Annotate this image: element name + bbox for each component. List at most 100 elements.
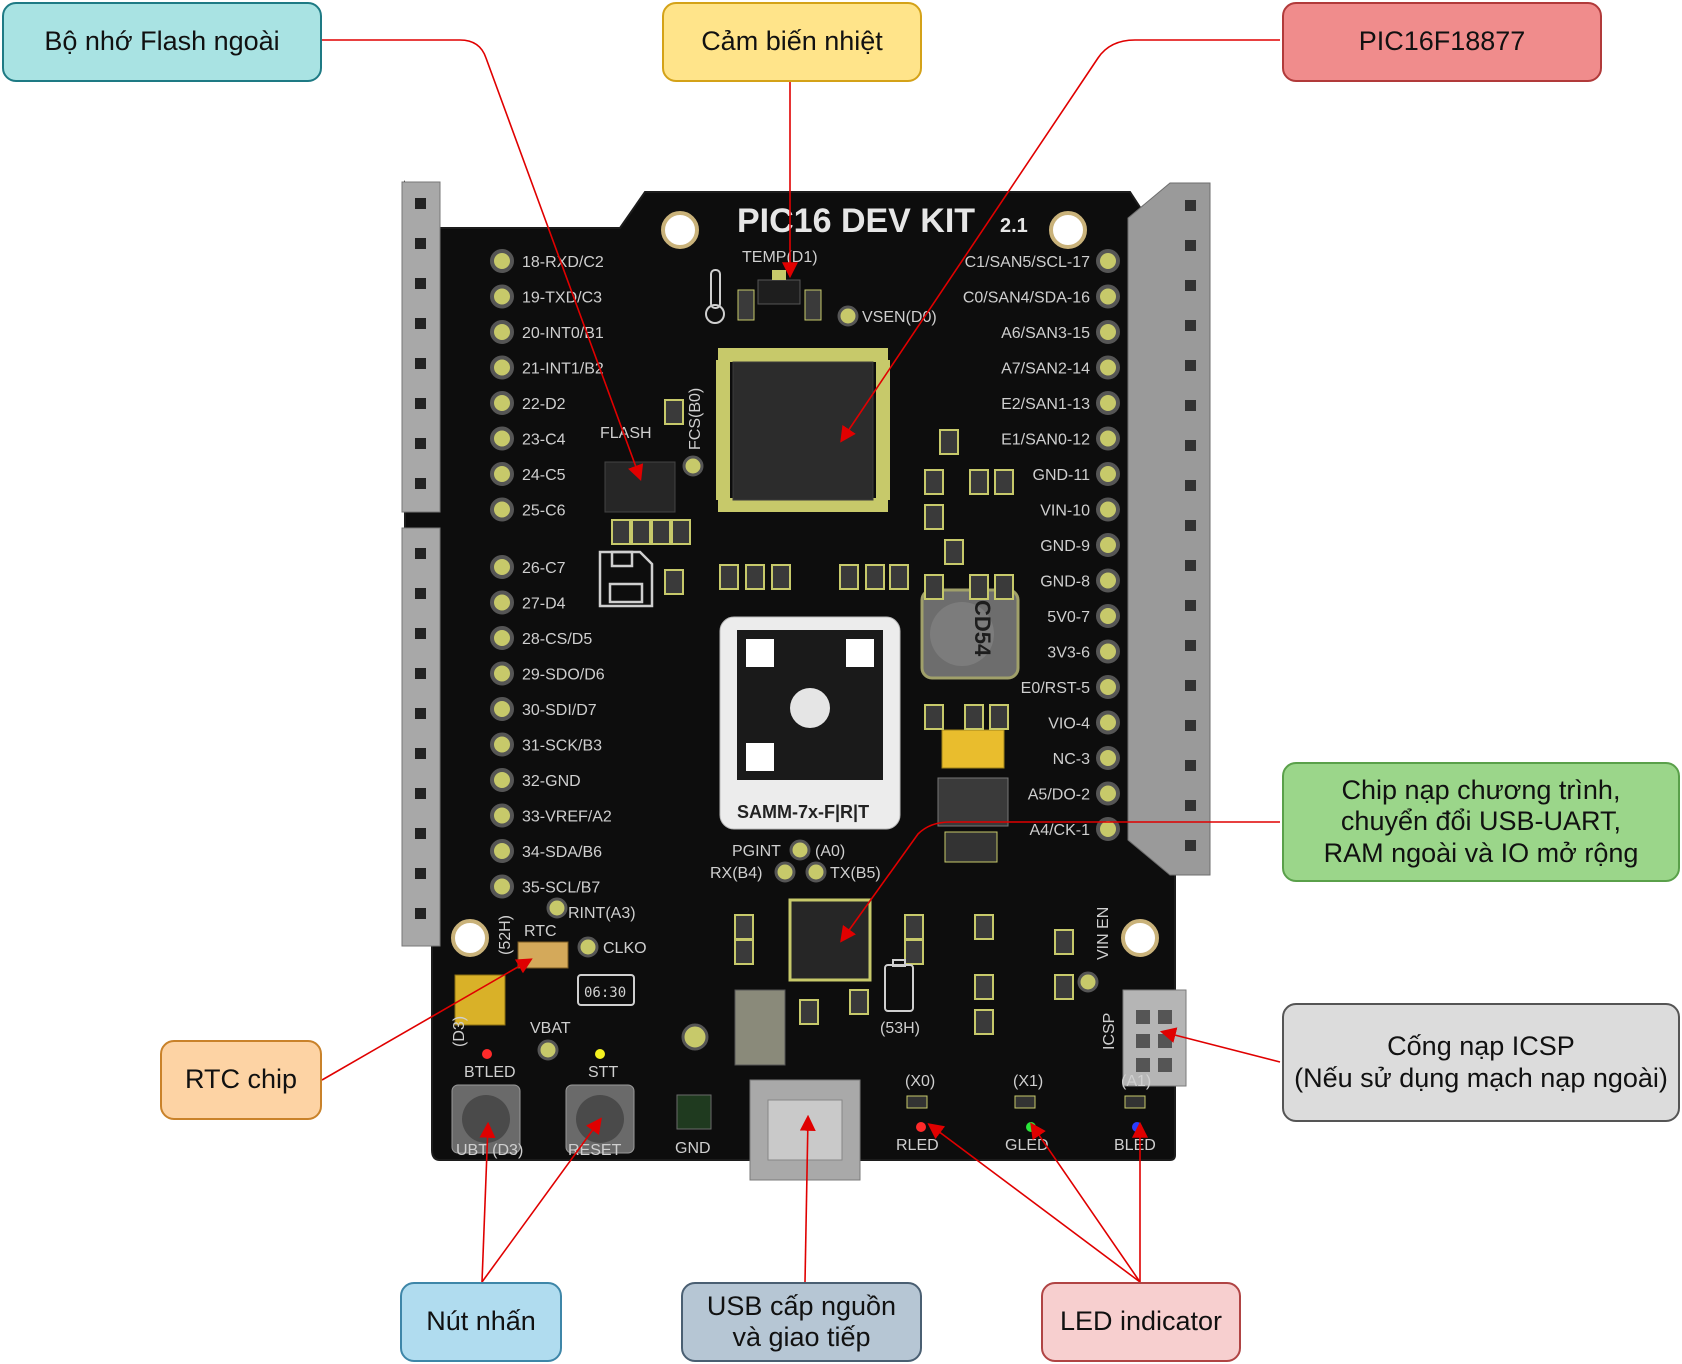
pin-pad — [1096, 675, 1120, 699]
smd-component — [889, 564, 909, 590]
pin-pad — [1096, 355, 1120, 380]
board-version: 2.1 — [1000, 215, 1028, 237]
smd-component — [924, 574, 944, 600]
header-hole — [1185, 840, 1196, 851]
mounting-hole — [1049, 211, 1087, 249]
icsp-hole — [1158, 1034, 1172, 1048]
smd-component — [611, 519, 631, 545]
pin-pad — [490, 661, 514, 686]
clko-label: CLKO — [603, 940, 647, 957]
pin-label: 25-C6 — [522, 503, 566, 520]
ubt-button-cap[interactable] — [462, 1095, 510, 1143]
smd-led-pad — [1124, 1095, 1146, 1109]
header-hole — [1185, 720, 1196, 731]
pin-label: E1/SAN0-12 — [1001, 432, 1090, 449]
pin-pad — [1096, 426, 1120, 451]
pin-pad — [490, 320, 514, 344]
header-hole — [415, 398, 426, 409]
header-hole — [1185, 640, 1196, 651]
inductor-core — [930, 602, 994, 666]
arrow-button-2 — [481, 1117, 602, 1283]
h53-label: (53H) — [880, 1020, 920, 1037]
reset-button-cap[interactable] — [576, 1095, 624, 1143]
usb-port[interactable] — [767, 1099, 843, 1161]
pin-pad — [490, 697, 514, 721]
header-hole — [415, 478, 426, 489]
pin-pad — [490, 497, 514, 522]
callout-programmer: Chip nạp chương trình, chuyển đổi USB-UA… — [1282, 762, 1680, 882]
programmer-chip — [788, 898, 872, 982]
logo-icon — [790, 688, 830, 728]
header-hole — [415, 828, 426, 839]
inductor-label: CD54 — [970, 600, 995, 657]
pin-pad — [490, 284, 514, 309]
callout-usb: USB cấp nguồn và giao tiếp — [681, 1282, 922, 1362]
header-hole — [415, 438, 426, 449]
pin-label: 29-SDO/D6 — [522, 667, 605, 684]
pin-label: 33-VREF/A2 — [522, 809, 612, 826]
mounting-hole — [451, 919, 489, 957]
right-header — [1127, 182, 1211, 876]
ubt-label: UBT (D3) — [456, 1142, 523, 1159]
header-hole — [1185, 280, 1196, 291]
qr-finder — [740, 737, 780, 777]
smd-component — [964, 704, 984, 730]
vbat-pad — [537, 1039, 559, 1061]
header-hole — [415, 708, 426, 719]
pin-pad — [490, 874, 514, 899]
pin-pad — [1096, 249, 1120, 273]
arrow-usb — [799, 1114, 816, 1283]
diode — [937, 777, 1009, 827]
header-hole — [415, 238, 426, 249]
header-hole — [415, 628, 426, 639]
temp-sensor-pad — [772, 270, 786, 280]
icsp-hole — [1136, 1034, 1150, 1048]
smd-component — [734, 939, 754, 965]
pin-pad — [1096, 320, 1120, 344]
arrow-rtc — [321, 958, 533, 1081]
smd-component — [904, 914, 924, 940]
smd-component — [994, 574, 1014, 600]
arrow-led-2 — [1030, 1122, 1141, 1283]
tx-pad — [805, 861, 827, 883]
pin-pad — [490, 590, 514, 615]
header-hole — [1185, 560, 1196, 571]
pin-pad — [1096, 604, 1120, 628]
board-title: PIC16 DEV KIT — [737, 202, 975, 240]
pin-label: A5/DO-2 — [1028, 787, 1090, 804]
header-hole — [1185, 320, 1196, 331]
smd-part — [944, 831, 998, 863]
pin-label: 24-C5 — [522, 467, 566, 484]
smd-component — [734, 914, 754, 940]
header-hole — [1185, 360, 1196, 371]
bled-label: BLED — [1114, 1137, 1156, 1154]
pin-label: A4/CK-1 — [1030, 822, 1091, 839]
header-hole — [415, 748, 426, 759]
arrow-icsp — [1159, 1027, 1281, 1063]
callout-button-text: Nút nhấn — [426, 1306, 536, 1337]
pin-label: 19-TXD/C3 — [522, 290, 602, 307]
header-hole — [415, 548, 426, 559]
icsp-hole — [1136, 1058, 1150, 1072]
save-icon — [598, 550, 654, 608]
a0-label: (A0) — [815, 843, 845, 860]
gled-label: GLED — [1005, 1137, 1049, 1154]
h52-label: (52H) — [497, 915, 514, 955]
header-hole — [1185, 600, 1196, 611]
stt-led — [595, 1049, 605, 1059]
callout-icsp: Cống nạp ICSP (Nếu sử dụng mạch nạp ngoà… — [1282, 1003, 1680, 1122]
reset-label: RESET — [568, 1142, 622, 1159]
smd-component — [969, 574, 989, 600]
pin-label: C0/SAN4/SDA-16 — [963, 290, 1090, 307]
pin-pad — [490, 555, 514, 579]
gnd-label: GND — [675, 1140, 711, 1157]
pin-label: E0/RST-5 — [1021, 680, 1090, 697]
pin-pad — [1096, 746, 1120, 770]
header-hole — [1185, 480, 1196, 491]
d3-label: (D3) — [451, 1016, 468, 1047]
callout-temp-text: Cảm biến nhiệt — [701, 26, 883, 57]
pin-label: 31-SCK/B3 — [522, 738, 602, 755]
flash-label: FLASH — [600, 425, 652, 442]
temp-label: TEMP(D1) — [742, 249, 818, 266]
pin-pad — [490, 426, 514, 451]
